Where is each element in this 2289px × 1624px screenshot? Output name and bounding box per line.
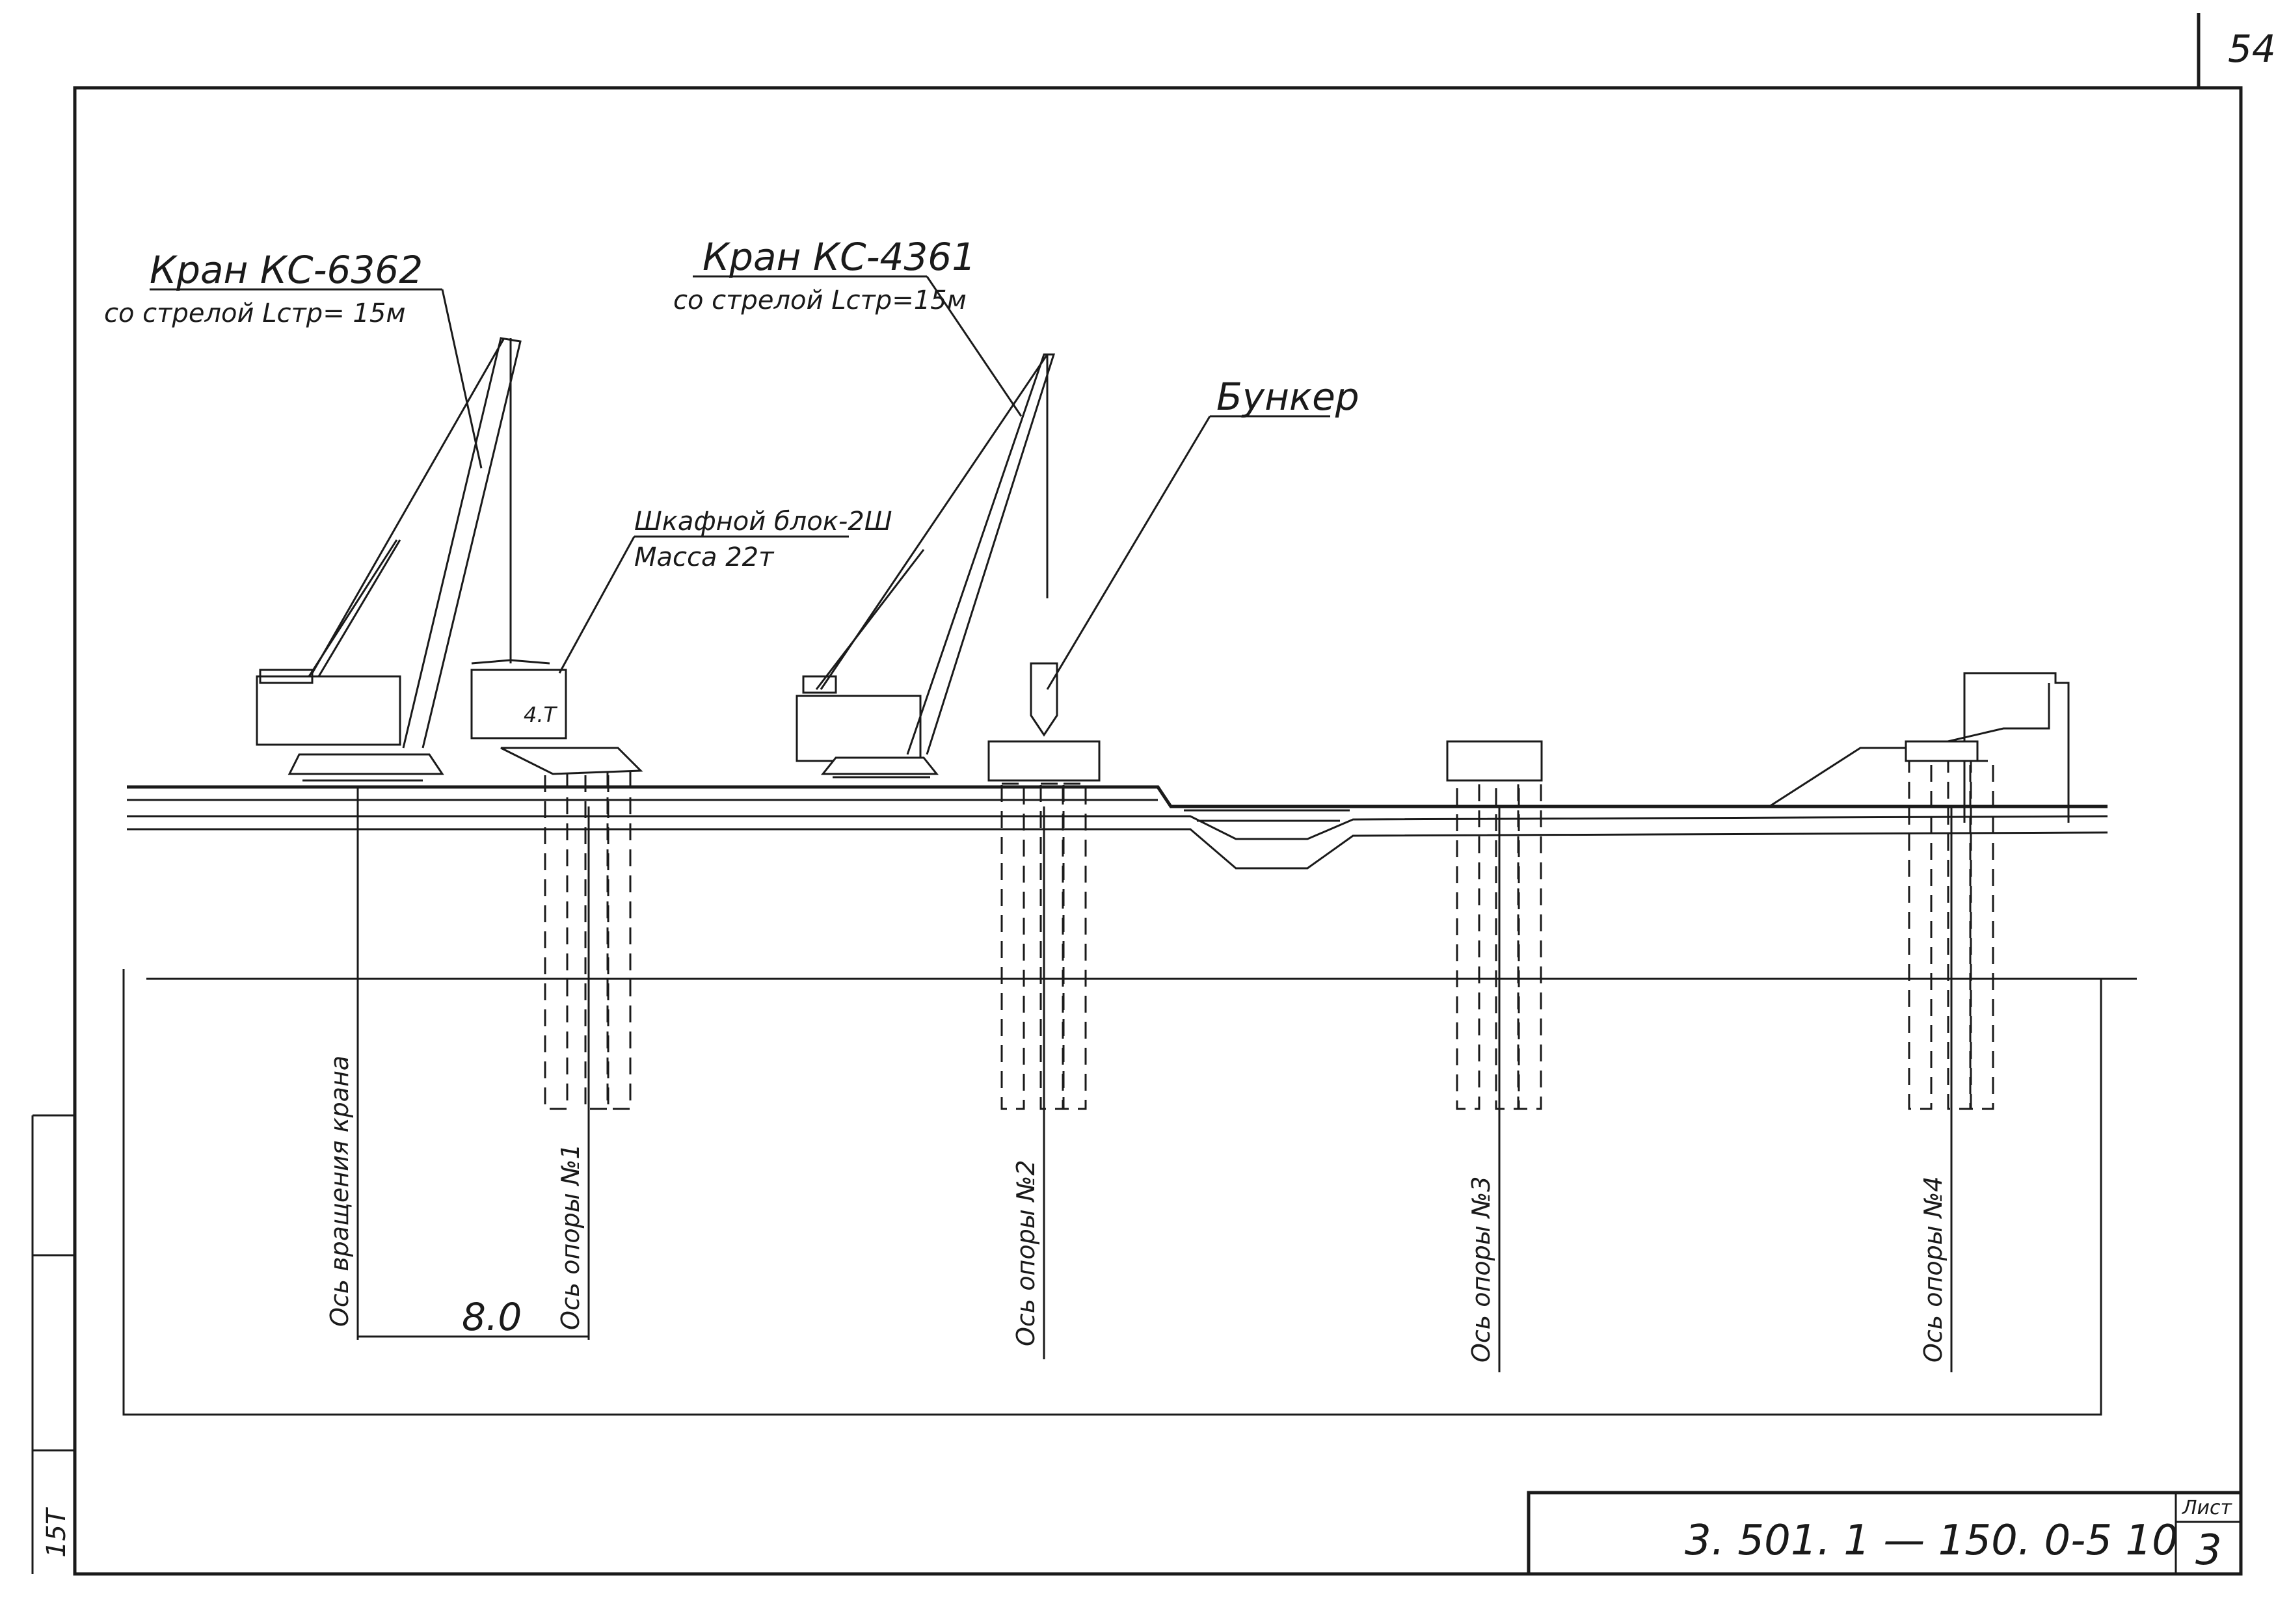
block-mass: Масса 22т <box>634 542 775 572</box>
hopper <box>987 662 1101 782</box>
crane1-boom: со стрелой Lстр= 15м <box>104 299 406 328</box>
page-number: 54 <box>2228 27 2276 71</box>
block-title: Шкафной блок-2Ш <box>634 507 892 537</box>
abutment <box>1905 672 2070 823</box>
piles-support-2 <box>1000 782 1087 1110</box>
crane-1 <box>256 337 522 782</box>
dimension-label: 8.0 <box>462 1295 522 1339</box>
axis-crane-rotation: Ось вращения крана <box>325 1056 354 1327</box>
leader-lines <box>150 275 1330 690</box>
title-stamp <box>1527 1491 2243 1576</box>
crane1-title: Кран КС-6362 <box>150 248 423 292</box>
piles-support-3 <box>1446 740 1543 1110</box>
load-mark: 4.Т <box>524 702 558 727</box>
axis-lines <box>356 787 1953 1372</box>
crane-2 <box>796 353 1056 779</box>
ground-profile <box>122 747 2137 1416</box>
crane2-title: Кран КС-4361 <box>703 235 976 279</box>
sheet-frame <box>31 13 2243 1576</box>
axis-support-1: Ось опоры №1 <box>556 1143 585 1330</box>
sheet-label: Лист <box>2182 1497 2233 1519</box>
side-note: 15Т <box>42 1506 72 1558</box>
sheet-number: 3 <box>2195 1526 2222 1575</box>
drawing-code: 3. 501. 1 — 150. 0-5 10 <box>1685 1517 2178 1565</box>
hopper-label: Бункер <box>1216 375 1359 419</box>
axis-support-3: Ось опоры №3 <box>1467 1176 1495 1363</box>
crane2-boom: со стрелой Lстр=15м <box>673 286 967 315</box>
cabinet-block <box>470 659 643 775</box>
axis-support-2: Ось опоры №2 <box>1011 1160 1040 1346</box>
axis-support-4: Ось опоры №4 <box>1919 1176 1948 1363</box>
piles-support-4 <box>1908 760 1994 1110</box>
